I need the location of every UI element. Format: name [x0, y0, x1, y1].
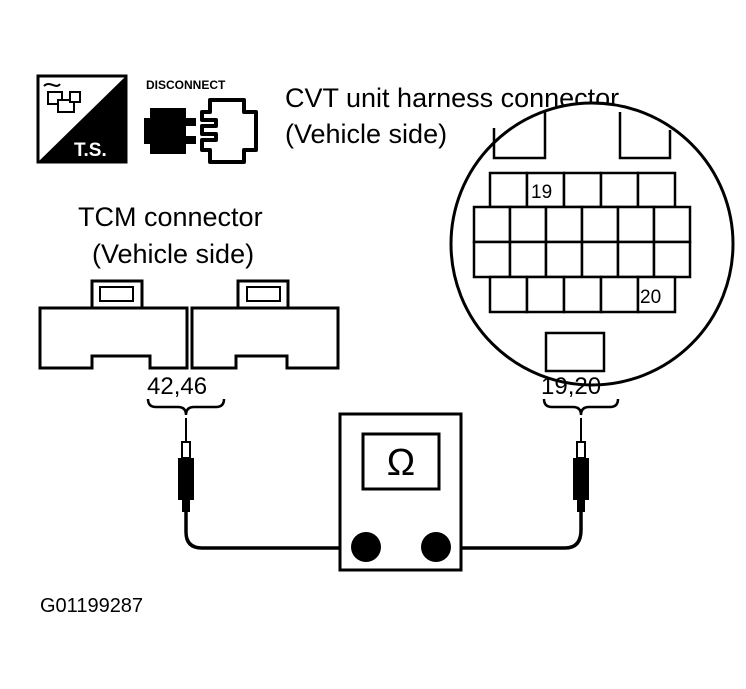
- ohmmeter-right-jack: [421, 532, 451, 562]
- cvt-terminals-callout: 19,20: [541, 373, 620, 416]
- ts-label: T.S.: [74, 140, 107, 161]
- ohmmeter-left-jack: [351, 532, 381, 562]
- left-test-lead: [184, 512, 366, 550]
- disconnect-icon: DISCONNECT: [144, 78, 258, 164]
- tcm-connector-title: TCM connector: [78, 202, 263, 232]
- disconnect-label: DISCONNECT: [146, 78, 226, 92]
- pin-19-label: 19: [531, 182, 552, 203]
- tcm-connector-subtitle: (Vehicle side): [92, 239, 254, 269]
- ohmmeter-display: [361, 432, 441, 491]
- tcm-terminals-callout: 42,46: [146, 373, 226, 416]
- tcm-terminals-label: 42,46: [147, 373, 207, 400]
- right-test-lead: [434, 512, 583, 550]
- ts-icon: T.S.: [36, 74, 128, 164]
- figure-id: G01199287: [40, 595, 143, 617]
- ohm-symbol: Ω: [387, 442, 415, 484]
- ohmmeter: Ω: [338, 412, 463, 572]
- tcm-connector: [38, 279, 340, 370]
- right-test-probe: [573, 418, 589, 512]
- left-test-probe: [178, 418, 194, 512]
- cvt-harness-connector: 19 20: [449, 101, 735, 387]
- cvt-terminals-label: 19,20: [541, 373, 601, 400]
- cvt-connector-subtitle: (Vehicle side): [285, 119, 447, 149]
- pin-20-label: 20: [640, 287, 661, 308]
